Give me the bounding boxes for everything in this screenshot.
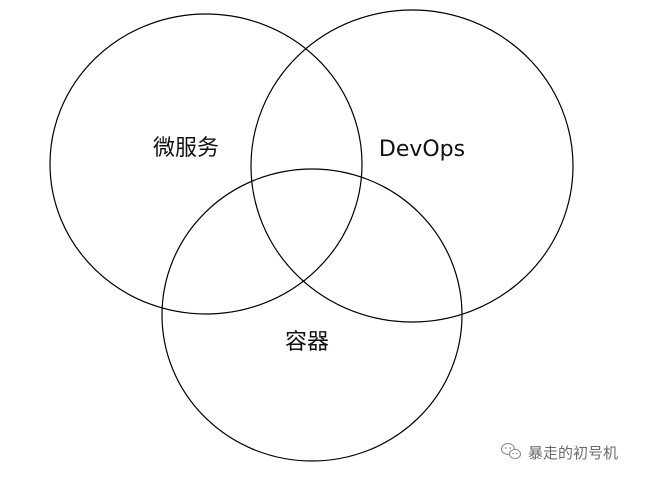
label-devops: DevOps — [379, 137, 465, 162]
circle-containers — [161, 168, 463, 462]
watermark-text: 暴走的初号机 — [528, 444, 618, 462]
wechat-icon — [500, 442, 522, 460]
label-containers: 容器 — [285, 330, 329, 355]
circle-microservices — [49, 13, 363, 315]
watermark: 暴走的初号机 — [500, 442, 618, 462]
label-microservices: 微服务 — [153, 136, 219, 161]
circle-devops — [250, 9, 574, 323]
